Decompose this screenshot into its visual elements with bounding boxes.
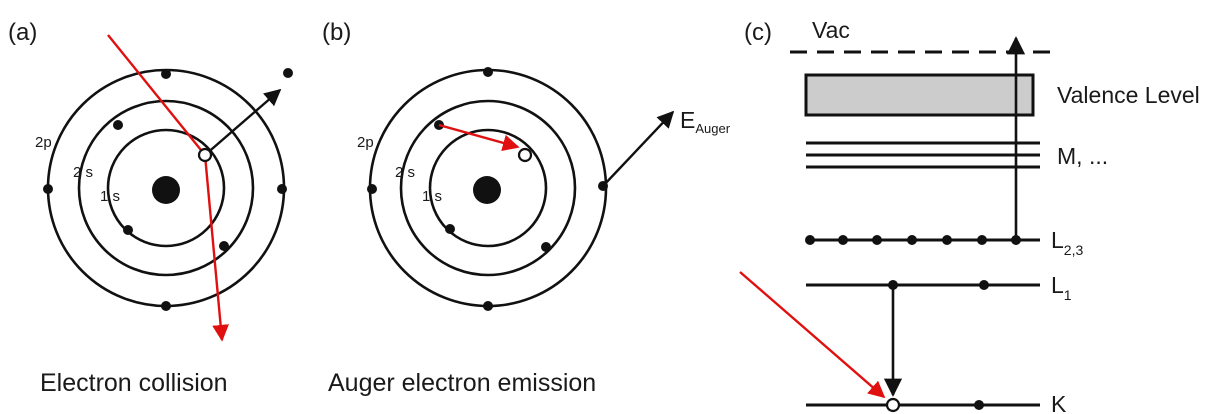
panel-b: (b) EAuger 2p 2 s 1 s Auger electron emi…: [322, 19, 731, 397]
electron-l23: [872, 235, 882, 245]
filled-vacancy: [517, 147, 533, 163]
electron-2s: [113, 120, 123, 130]
panel-a: (a) 2p 2 s 1 s Electron collision: [8, 19, 293, 397]
electron-2p: [367, 184, 377, 194]
electron-2s: [219, 241, 229, 251]
scattered-electron-beam: [203, 154, 229, 342]
electron-2p: [483, 67, 493, 77]
electron-l23: [977, 235, 987, 245]
core-vacancy: [197, 147, 213, 163]
electron-2p: [277, 184, 287, 194]
panel-a-label: (a): [8, 19, 37, 46]
orbit-2s: [399, 99, 577, 277]
electron-l1: [979, 280, 989, 290]
electron-k: [974, 400, 984, 410]
vac-label: Vac: [812, 17, 850, 43]
orbit-label-2p: 2p: [35, 134, 52, 151]
electron-l23: [838, 235, 848, 245]
electron-2s: [541, 242, 551, 252]
electron-l23: [805, 235, 815, 245]
electron-2p: [483, 301, 493, 311]
auger-energy-label: EAuger: [680, 107, 731, 136]
incident-electron-beam: [107, 34, 206, 156]
orbit-2s: [77, 99, 255, 277]
orbit-1s: [428, 128, 548, 248]
electron-2p: [43, 184, 53, 194]
orbit-label-2s: 2 s: [395, 164, 415, 181]
ejected-electron-arrow: [204, 88, 282, 156]
panel-b-label: (b): [322, 19, 351, 46]
electron-l23: [907, 235, 917, 245]
relaxation-transition-arrow: [438, 123, 520, 152]
valence-band: [804, 73, 1035, 117]
l23-level-label: L2,3: [1051, 227, 1083, 258]
orbit-label-2s: 2 s: [73, 164, 93, 181]
electron-l23: [942, 235, 952, 245]
l1-level-label: L1: [1051, 272, 1072, 303]
m-level-label: M, ...: [1057, 143, 1108, 169]
panel-a-caption: Electron collision: [40, 369, 228, 397]
incident-electron-beam: [739, 271, 886, 399]
valence-label: Valence Level: [1057, 82, 1200, 108]
orbit-label-1s: 1 s: [422, 188, 442, 205]
electron-2p: [161, 301, 171, 311]
orbit-1s: [106, 128, 226, 248]
panel-b-caption: Auger electron emission: [328, 369, 596, 397]
electron-1s: [123, 225, 133, 235]
panel-c: (c) Vac Valence Level M, ... L2,3 L1 K: [739, 17, 1200, 414]
electron-1s: [445, 224, 455, 234]
nucleus: [152, 176, 180, 204]
orbit-label-1s: 1 s: [100, 188, 120, 205]
nucleus: [473, 176, 501, 204]
panel-c-label: (c): [744, 19, 772, 46]
ejected-electron: [283, 68, 293, 78]
k-core-vacancy: [885, 397, 901, 413]
electron-2p: [161, 69, 171, 79]
k-level-label: K: [1051, 391, 1067, 414]
auger-emission-arrow: [602, 110, 675, 187]
orbit-label-2p: 2p: [357, 134, 374, 151]
